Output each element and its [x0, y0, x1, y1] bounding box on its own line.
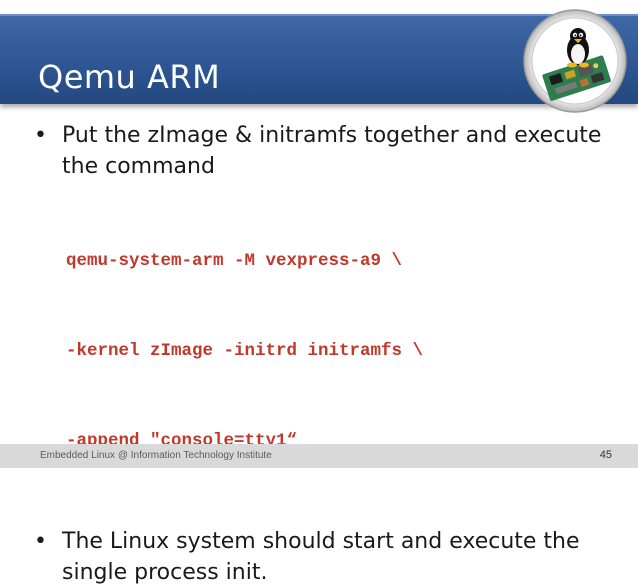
bullet-marker: • [34, 123, 47, 148]
bullet-item: • Put the zImage & initramfs together an… [30, 120, 610, 182]
bullet-item: • The Linux system should start and exec… [30, 526, 610, 588]
page-number: 45 [599, 449, 612, 461]
slide-title: Qemu ARM [38, 58, 221, 96]
tux-penguin-board-icon [523, 9, 627, 113]
command-line: qemu-system-arm -M vexpress-a9 \ [66, 251, 403, 271]
bullet-text: The Linux system should start and execut… [62, 529, 580, 585]
bullet-text: Put the zImage & initramfs together and … [62, 123, 602, 179]
command-line: -kernel zImage -initrd initramfs \ [66, 341, 424, 361]
footer-bar: Embedded Linux @ Information Technology … [0, 444, 638, 468]
footer-text: Embedded Linux @ Information Technology … [40, 450, 272, 461]
slide-content: • Put the zImage & initramfs together an… [30, 120, 610, 588]
bullet-marker: • [34, 529, 47, 554]
